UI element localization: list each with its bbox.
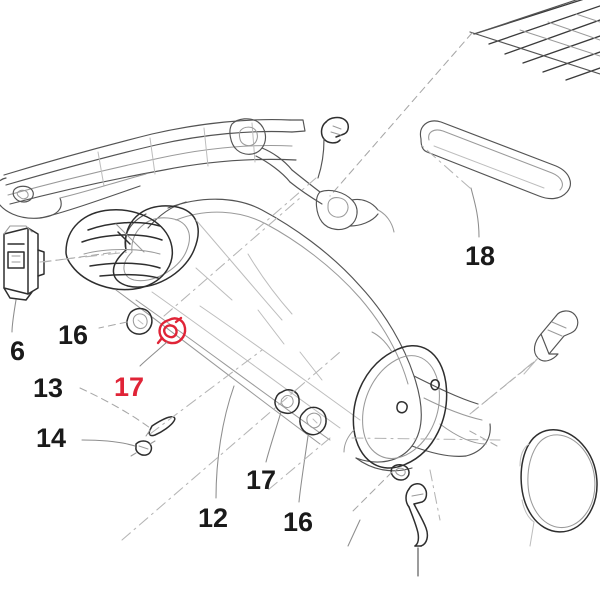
washer-small-bottom <box>390 464 410 481</box>
callout-18: 18 <box>465 241 496 271</box>
construction-lines <box>39 143 537 541</box>
part-6-bracket-clip <box>3 225 45 301</box>
part-17-retaining-clip-highlighted <box>156 316 187 345</box>
leader-cap <box>467 429 498 447</box>
callout-6: 6 <box>10 336 26 366</box>
callout-12: 12 <box>198 503 229 533</box>
leader-12 <box>215 385 235 499</box>
callout-16-upper: 16 <box>58 320 89 350</box>
callout-16-lower: 16 <box>283 507 314 537</box>
callout-13: 13 <box>33 373 64 403</box>
callout-14: 14 <box>36 423 67 453</box>
part-18-seal <box>419 120 571 200</box>
leader-14 <box>81 439 136 447</box>
callout-17-lower: 17 <box>246 465 277 495</box>
leader-corner <box>329 32 473 197</box>
elliptical-cap <box>519 429 598 547</box>
leader-16-upper <box>98 321 128 329</box>
leader-18 <box>470 187 480 238</box>
part-12-tail-light-body <box>65 198 491 472</box>
part-14-fastener <box>130 440 156 457</box>
part-16-washer-upper <box>126 307 153 335</box>
bottom-screw <box>405 483 429 577</box>
round-mount-plate <box>343 331 448 469</box>
leader-washer-bottom <box>351 471 393 513</box>
leader-bottom-extra <box>347 519 361 547</box>
part-13-pin <box>145 416 176 437</box>
leader-17-lower <box>265 411 282 463</box>
leader-16-lower <box>298 435 309 503</box>
corner-hatch-group <box>469 0 600 81</box>
upper-hinge-block <box>229 118 395 233</box>
right-bolt <box>523 310 579 375</box>
leader-17-red <box>139 341 168 367</box>
upper-frame-rail <box>0 119 306 219</box>
callout-17-highlighted: 17 <box>114 372 145 402</box>
leader-13 <box>79 387 151 429</box>
leader-6 <box>11 299 17 333</box>
top-screw <box>317 116 349 179</box>
part-16-washer-lower <box>299 406 327 436</box>
